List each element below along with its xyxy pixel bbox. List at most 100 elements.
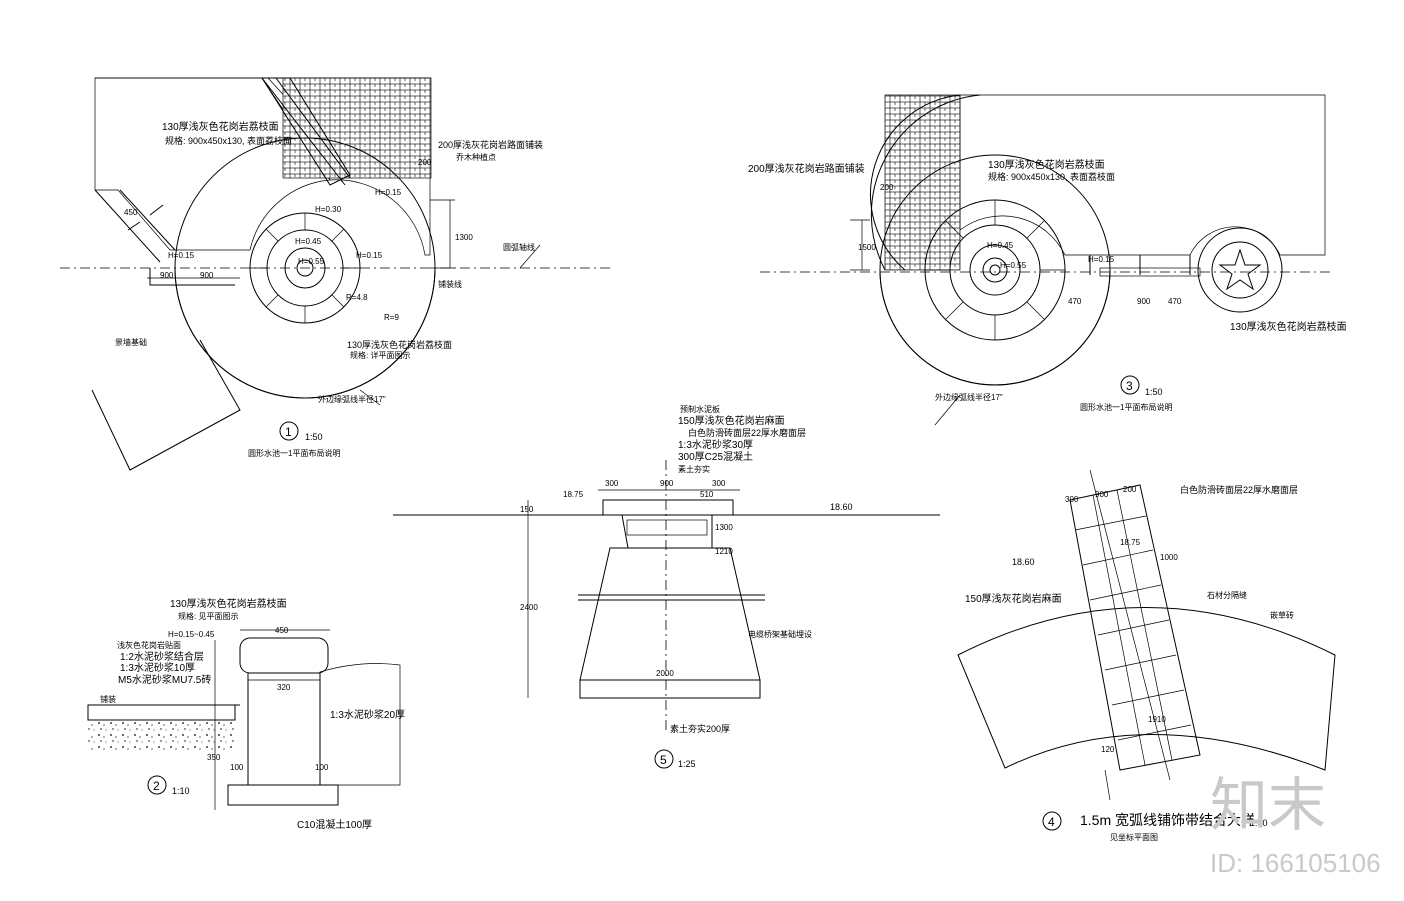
details-d4-n1-label: 白色防滑砖面层22厚水磨面层 xyxy=(1180,484,1298,495)
details-d1-h015b-label: H=0.15 xyxy=(375,188,402,197)
details-d1-material_title-label: 130厚浅灰色花岗岩荔枝面 xyxy=(162,120,279,133)
details-d1-radius_label2-label: R=4.8 xyxy=(346,293,368,302)
details-d2-dim_100b-label: 100 xyxy=(315,763,329,772)
d3-star-circle xyxy=(1197,227,1283,313)
details-d4-n2-label: 150厚浅灰花岗岩麻面 xyxy=(965,592,1062,605)
watermark-logo: 知末 xyxy=(1210,773,1326,838)
details-d1-dim_200-label: 200 xyxy=(418,158,432,167)
details-d3-h055-label: H=0.55 xyxy=(1000,261,1027,270)
d5-number-circle xyxy=(654,749,674,769)
d2-soil-right xyxy=(319,663,401,786)
details-d1-paving_note-label: 200厚浅灰花岗岩路面铺装 xyxy=(438,139,543,150)
details-d4-n3-label: 石材分隔缝 xyxy=(1207,590,1247,600)
details-d1-caption-label: 圆形水池一1平面布局说明 xyxy=(248,448,340,458)
details-d3-material_title-label: 130厚浅灰色花岗岩荔枝面 xyxy=(988,158,1105,171)
details-d1-center_note2-label: 规格: 详平面图示 xyxy=(350,350,410,360)
details-d5-elev-label: 18.60 xyxy=(830,502,853,512)
details-d5-n7-label: 电缆桥架基础埋设 xyxy=(748,629,812,639)
details-d3-dim_470a-label: 470 xyxy=(1068,297,1082,306)
details-d2-dim_320-label: 320 xyxy=(277,683,291,692)
details-d5-n4-label: 1:3水泥砂浆30厚 xyxy=(678,438,753,451)
details-d5-n8-label: 素土夯实200厚 xyxy=(670,723,730,734)
details-d5-dim_300a-label: 300 xyxy=(605,479,619,488)
details-d5-dim_1300-label: 1300 xyxy=(715,523,733,532)
details-d4-dim_1910-label: 1910 xyxy=(1148,715,1166,724)
d1-number-circle xyxy=(279,421,299,441)
detail-3-plan: 200厚浅灰花岗岩路面铺装 130厚浅灰色花岗岩荔枝面 规格: 900x450x… xyxy=(748,94,1347,426)
details-d4-dim_900-label: 900 xyxy=(1095,490,1109,499)
d3-number-circle xyxy=(1120,375,1140,395)
details-d4-dim_120-label: 120 xyxy=(1101,745,1115,754)
d5-base xyxy=(579,679,761,699)
details-d5-dim_150-label: 150 xyxy=(520,505,534,514)
details-d1-radius_label-label: R=9 xyxy=(384,313,399,322)
details-d2-scale-label: 1:10 xyxy=(172,786,190,796)
d1-paving-right xyxy=(289,101,431,256)
details-d1-corner_note-label: 景墙基础 xyxy=(115,337,147,347)
details-d2-mortar-label: 1:3水泥砂浆20厚 xyxy=(330,708,405,721)
details-d4-number-label: 4 xyxy=(1048,815,1055,829)
details-d3-paving_note-label: 200厚浅灰花岗岩路面铺装 xyxy=(748,162,865,175)
details-d3-dim_470b-label: 470 xyxy=(1168,297,1182,306)
details-d4-dim_1875-label: 18.75 xyxy=(1120,538,1141,547)
details-d5-n2-label: 150厚浅灰色花岗岩麻面 xyxy=(678,414,785,427)
watermark: 知末 ID: 166105106 xyxy=(1210,773,1381,878)
details-d5-dim_900-label: 900 xyxy=(660,479,674,488)
detail-4-plan: 白色防滑砖面层22厚水磨面层 150厚浅灰花岗岩麻面 石材分隔缝 嵌草砖 18.… xyxy=(957,469,1336,842)
details-d5-dim_510-label: 510 xyxy=(700,490,714,499)
details-d5-n5-label: 300厚C25混凝土 xyxy=(678,450,753,463)
details-d1-scale-label: 1:50 xyxy=(305,432,323,442)
d4-strip xyxy=(1069,484,1201,771)
details-d5-dim_1875-label: 18.75 xyxy=(563,490,584,499)
d1-arc-band xyxy=(261,77,351,186)
details-d3-scale-label: 1:50 xyxy=(1145,387,1163,397)
d5-cap xyxy=(602,499,734,516)
d2-coping xyxy=(239,637,329,674)
details-d3-material_size-label: 规格: 900x450x130, 表面荔枝面 xyxy=(988,171,1115,182)
details-d5-dim_2400-label: 2400 xyxy=(520,603,538,612)
detail-5-section: 预制水泥板 150厚浅灰色花岗岩麻面 白色防滑砖面层22厚水磨面层 1:3水泥砂… xyxy=(393,404,940,769)
d4-strip-grid xyxy=(1074,489,1192,766)
details-d1-axis_note-label: 圆弧轴线 xyxy=(503,242,535,252)
details-d1-dim_900a-label: 900 xyxy=(160,271,174,280)
details-d3-dim_900-label: 900 xyxy=(1137,297,1151,306)
details-d5-n3-label: 白色防滑砖面层22厚水磨面层 xyxy=(688,427,806,438)
details-d2-top_note-label: 130厚浅灰色花岗岩荔枝面 xyxy=(170,597,287,610)
details-d3-caption-label: 圆形水池一1平面布局说明 xyxy=(1080,402,1172,412)
details-d1-edge_note-label: 外边缘弧线半径17" xyxy=(318,394,386,404)
details-d5-dim_1210-label: 1210 xyxy=(715,547,733,556)
details-d5-dim_300b-label: 300 xyxy=(712,479,726,488)
details-d1-h045-label: H=0.45 xyxy=(295,237,322,246)
details-d2-dim_350-label: 350 xyxy=(207,753,221,762)
details-d3-dim_1500-label: 1500 xyxy=(858,243,876,252)
details-d4-scale-label: 1:50 xyxy=(1250,818,1268,828)
d3-star xyxy=(1218,248,1262,291)
details-d1-center_note-label: 130厚浅灰色花岗岩荔枝面 xyxy=(347,339,452,350)
details-d3-star_note-label: 130厚浅灰色花岗岩荔枝面 xyxy=(1230,320,1347,333)
details-d1-dim_450-label: 450 xyxy=(124,208,138,217)
details-d3-dim_200-label: 200 xyxy=(880,183,894,192)
details-d4-title-label: 1.5m 宽弧线铺饰带结合大样 xyxy=(1080,812,1255,828)
details-d1-h030-label: H=0.30 xyxy=(315,205,342,214)
details-d4-dim_1000-label: 1000 xyxy=(1160,553,1178,562)
details-d2-ground-label: 铺装 xyxy=(100,694,116,704)
details-d1-number-label: 1 xyxy=(285,425,292,439)
details-d3-number-label: 3 xyxy=(1126,379,1133,393)
details-d2-l4-label: M5水泥砂浆MU7.5砖 xyxy=(118,673,211,686)
details-d1-dim_1300-label: 1300 xyxy=(455,233,473,242)
details-d1-material_size-label: 规格: 900x450x130, 表面荔枝面 xyxy=(165,135,292,146)
d5-cone xyxy=(579,547,761,681)
details-d1-h015a-label: H=0.15 xyxy=(168,251,195,260)
d2-number-circle xyxy=(147,775,167,795)
details-d3-h045-label: H=0.45 xyxy=(987,241,1014,250)
details-d2-l1-label: 浅灰色花岗岩贴面 xyxy=(117,640,181,650)
details-d2-number-label: 2 xyxy=(153,779,160,793)
d1-paving-left xyxy=(94,77,331,251)
details-d5-number-label: 5 xyxy=(660,753,667,767)
detail-1-plan: 130厚浅灰色花岗岩荔枝面 规格: 900x450x130, 表面荔枝面 200… xyxy=(60,77,610,471)
details-d2-base-label: C10混凝土100厚 xyxy=(297,818,372,831)
d4-paving-band xyxy=(957,607,1336,771)
details-d2-top_note2-label: 规格: 见平面图示 xyxy=(178,611,238,621)
details-d5-n6-label: 素土夯实 xyxy=(678,464,710,474)
details-d1-edge_label-label: 铺装线 xyxy=(438,279,462,289)
